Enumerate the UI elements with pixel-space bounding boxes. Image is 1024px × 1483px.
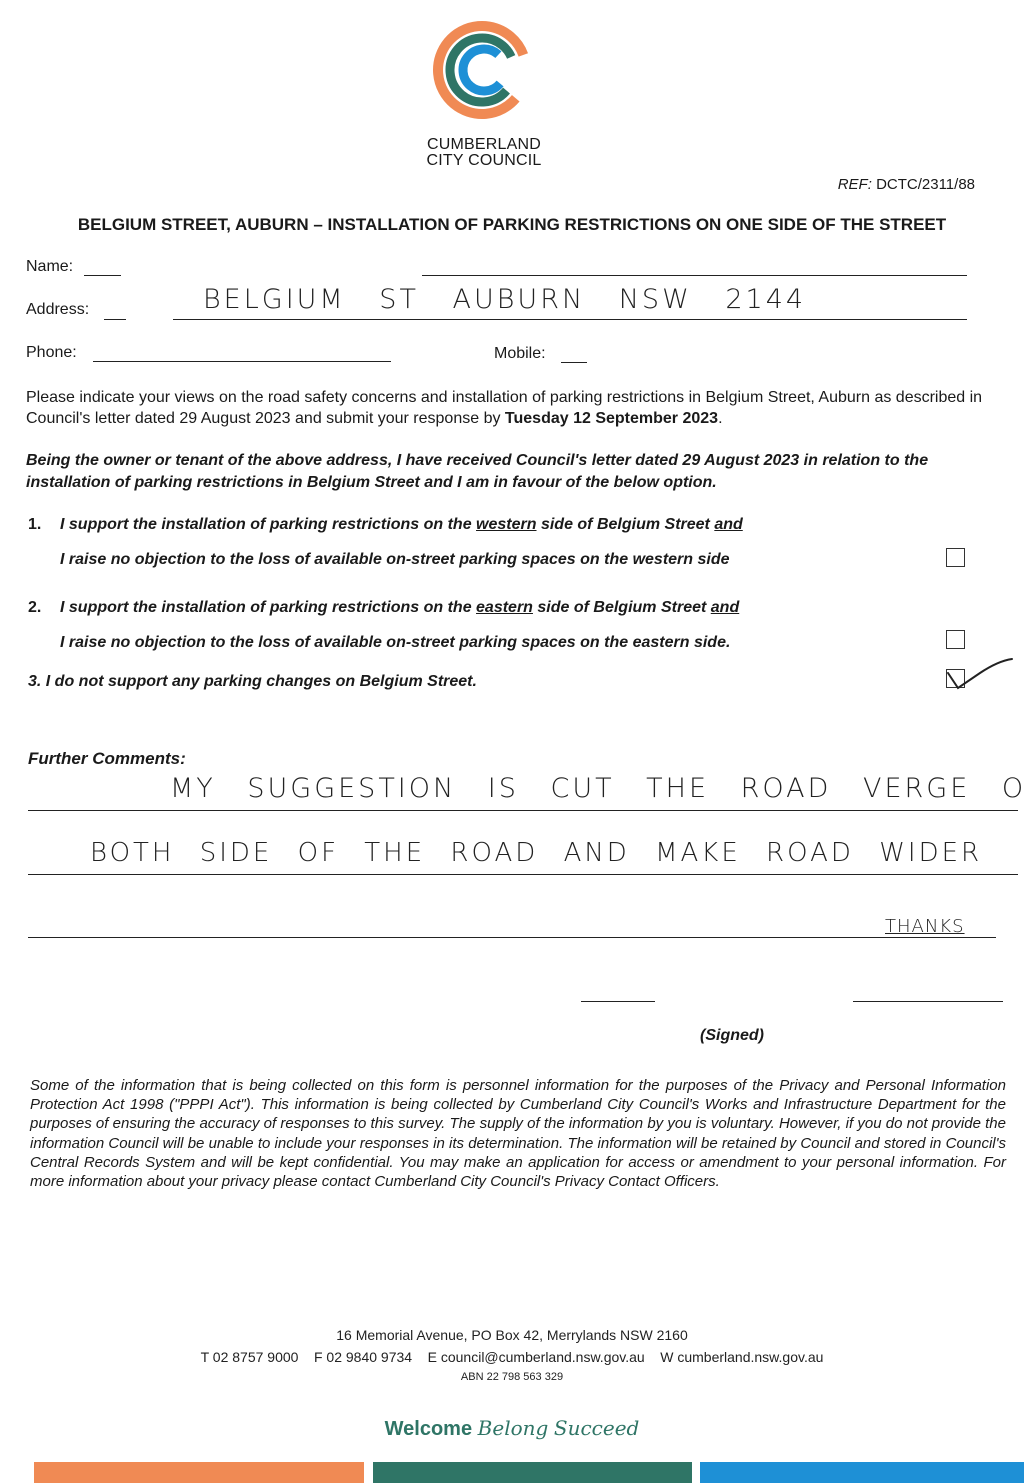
name-line[interactable] bbox=[422, 275, 967, 276]
further-comments-label: Further Comments: bbox=[28, 749, 186, 768]
phone-label: Phone: bbox=[26, 344, 77, 361]
declaration: Being the owner or tenant of the above a… bbox=[26, 452, 929, 491]
option-2-number: 2. bbox=[28, 599, 42, 616]
option-1-line1: I support the installation of parking re… bbox=[60, 516, 743, 534]
footer-bar-orange bbox=[34, 1462, 364, 1483]
option-2-line1: I support the installation of parking re… bbox=[60, 599, 739, 617]
phone-line[interactable] bbox=[93, 361, 391, 362]
address-value: BELGIUM ST AUBURN NSW 2144 bbox=[203, 284, 807, 315]
signature-line-right[interactable] bbox=[853, 1001, 1003, 1002]
mobile-label: Mobile: bbox=[494, 345, 546, 362]
comment-line-1[interactable] bbox=[28, 810, 1018, 811]
footer-contact: T 02 8757 9000 F 02 9840 9734 E council@… bbox=[200, 1349, 824, 1365]
intro-end: . bbox=[718, 410, 723, 427]
checkmark-icon bbox=[947, 658, 1013, 690]
address-line-short bbox=[104, 319, 126, 320]
privacy-notice: Some of the information that is being co… bbox=[30, 1077, 1006, 1191]
option-3-checkbox[interactable] bbox=[946, 669, 965, 688]
address-line[interactable] bbox=[173, 319, 967, 320]
option-1-number: 1. bbox=[28, 516, 42, 533]
footer-address: 16 Memorial Avenue, PO Box 42, Merryland… bbox=[336, 1327, 688, 1343]
option-2-checkbox[interactable] bbox=[946, 630, 965, 649]
comment-text-2: BOTH SIDE OF THE ROAD AND MAKE ROAD WIDE… bbox=[90, 838, 983, 868]
org-name: CUMBERLAND CITY COUNCIL bbox=[380, 137, 588, 169]
option-1-and: and bbox=[714, 516, 743, 533]
footer-abn: ABN 22 798 563 329 bbox=[460, 1371, 564, 1383]
option-1-side: western bbox=[476, 516, 537, 533]
page-title: BELGIUM STREET, AUBURN – INSTALLATION OF… bbox=[77, 215, 947, 234]
intro-paragraph: Please indicate your views on the road s… bbox=[26, 387, 1001, 429]
slogan-welcome: Welcome bbox=[384, 1418, 473, 1440]
slogan-belong: Belong bbox=[477, 1416, 549, 1440]
footer-bar-blue bbox=[700, 1462, 1024, 1483]
comment-text-1: MY SUGGESTION IS CUT THE ROAD VERGE ON bbox=[170, 773, 1024, 804]
option-2-mid: side of Belgium Street bbox=[532, 599, 711, 616]
comment-text-3: THANKS bbox=[885, 916, 965, 937]
mobile-line[interactable] bbox=[561, 362, 587, 363]
signed-label: (Signed) bbox=[700, 1027, 764, 1044]
option-2-line2: I raise no objection to the loss of avai… bbox=[60, 634, 731, 651]
org-name-line1: CUMBERLAND bbox=[426, 136, 541, 153]
name-line-short bbox=[84, 275, 121, 276]
option-2-pre: I support the installation of parking re… bbox=[60, 599, 477, 616]
footer-bar-teal bbox=[373, 1462, 692, 1483]
option-1-mid: side of Belgium Street bbox=[536, 516, 715, 533]
option-3-text: 3. I do not support any parking changes … bbox=[28, 673, 477, 690]
option-1-checkbox[interactable] bbox=[946, 548, 965, 567]
intro-deadline: Tuesday 12 September 2023 bbox=[504, 410, 719, 427]
ref-label: REF: bbox=[837, 176, 872, 193]
signature-line-left[interactable] bbox=[581, 1001, 655, 1002]
slogan: Welcome Belong Succeed bbox=[0, 1416, 1024, 1441]
option-2-and: and bbox=[710, 599, 740, 616]
comment-line-2[interactable] bbox=[28, 874, 1018, 875]
org-name-line2: CITY COUNCIL bbox=[426, 152, 542, 169]
comment-line-3[interactable] bbox=[28, 937, 996, 938]
council-logo-icon bbox=[433, 21, 531, 119]
address-label: Address: bbox=[26, 301, 90, 318]
intro-text: Please indicate your views on the road s… bbox=[26, 389, 983, 427]
option-1-pre: I support the installation of parking re… bbox=[60, 516, 477, 533]
option-2-side: eastern bbox=[476, 599, 533, 616]
name-label: Name: bbox=[26, 258, 74, 275]
ref-value: DCTC/2311/88 bbox=[876, 176, 975, 193]
slogan-succeed: Succeed bbox=[553, 1416, 640, 1440]
reference: REF: DCTC/2311/88 bbox=[760, 176, 975, 193]
option-1-line2: I raise no objection to the loss of avai… bbox=[60, 551, 730, 568]
